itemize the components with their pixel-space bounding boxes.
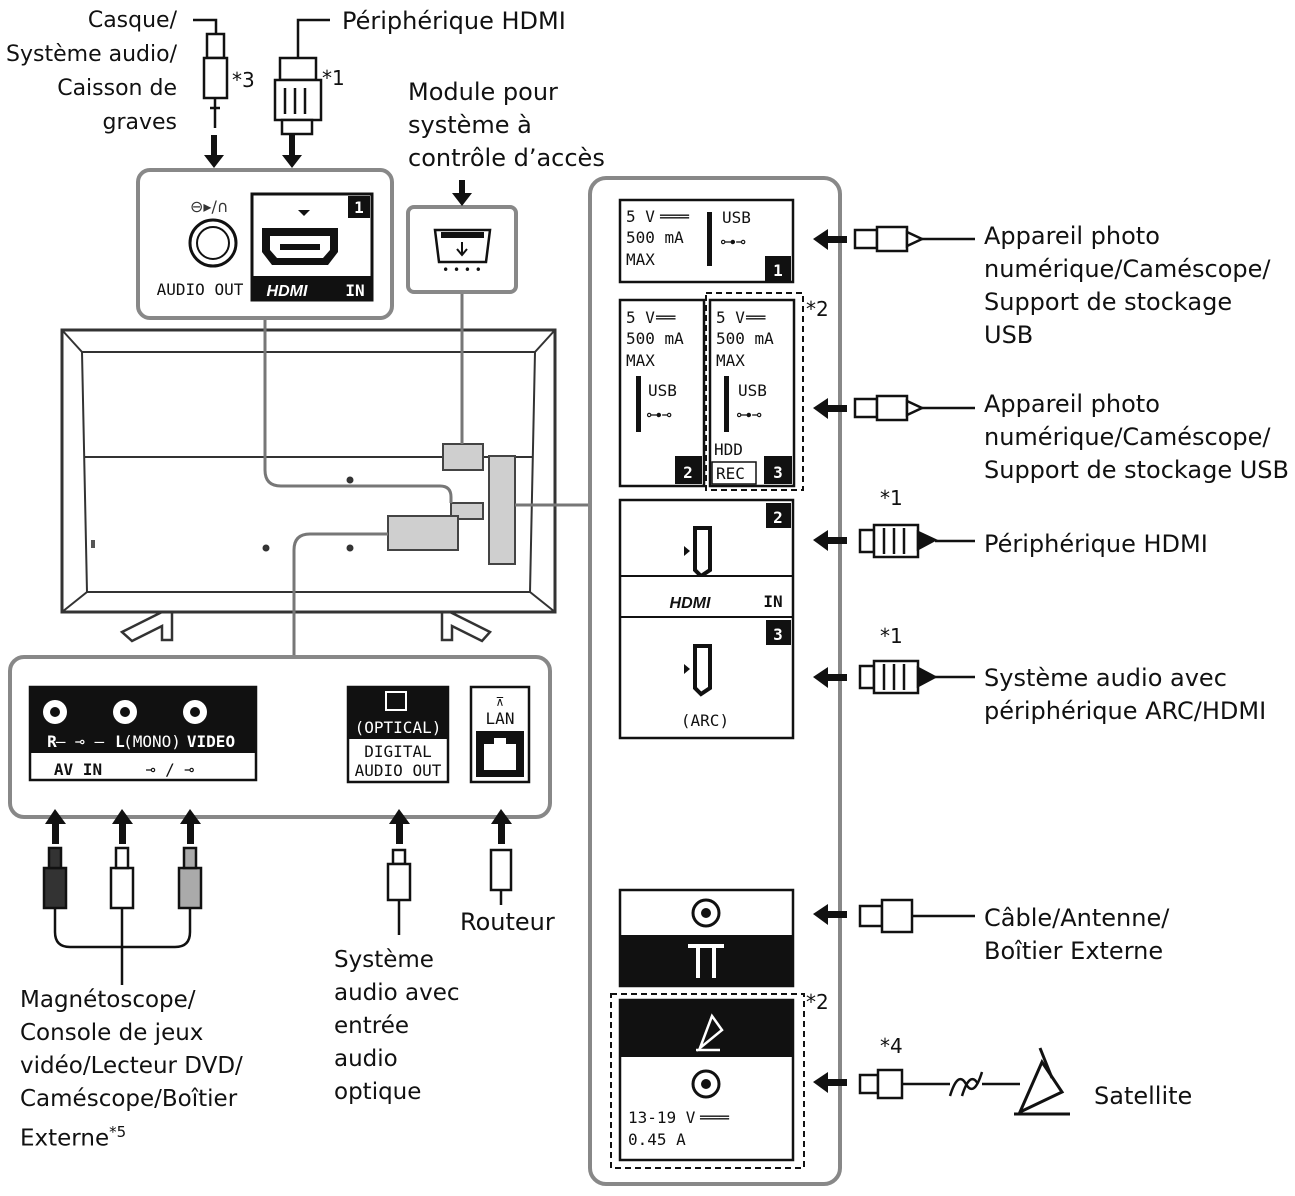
hdmi3-device-label: Système audio avec périphérique ARC/HDMI (984, 664, 1267, 725)
headphone-label: Casque/ Système audio/ Caisson de graves (6, 8, 177, 135)
port-text-u2v: 5 V (626, 308, 655, 327)
antenna-port (618, 888, 795, 988)
port-text-u3n: 3 (773, 463, 783, 482)
audio-out-jack: ⊖▸/∩ AUDIO OUT (157, 197, 244, 299)
hdmi2-device-label: Périphérique HDMI (984, 530, 1208, 558)
lan-plug (489, 848, 513, 905)
note-3: *3 (232, 68, 255, 92)
right-arrows (813, 229, 847, 1093)
port-text-digital: DIGITAL (364, 742, 431, 761)
av-note: *5 (109, 1123, 127, 1141)
cable-device-label: Câble/Antenne/ Boîtier Externe (984, 904, 1170, 965)
port-text-av-in: AV IN (54, 760, 102, 779)
port-text-hdmi1: HDMI (267, 283, 308, 300)
svg-text:══: ══ (655, 308, 676, 327)
port-text-h3n: 3 (773, 625, 783, 644)
optical-port: (OPTICAL) DIGITAL AUDIO OUT (346, 685, 450, 784)
av-in-ports: R – ⊸ – L (MONO) VIDEO AV IN ⊸ / ⊸ (28, 685, 258, 782)
port-text-in1: IN (345, 281, 364, 300)
port-text-audio-out: AUDIO OUT (157, 280, 244, 299)
port-text-u3usb: USB (738, 381, 767, 400)
router-label: Routeur (460, 908, 555, 936)
port-text-u2n: 2 (683, 463, 693, 482)
headphone-plug (193, 18, 229, 128)
port-text-audio-out2: AUDIO OUT (355, 761, 442, 780)
connector-lines (263, 292, 590, 657)
right-plugs (853, 225, 1020, 1100)
lan-port: ⊼ LAN (469, 685, 531, 784)
svg-text:– ⊸ –: – ⊸ – (56, 732, 105, 751)
svg-text:⊸ / ⊸: ⊸ / ⊸ (146, 760, 195, 779)
port-text-u2max: MAX (626, 351, 655, 370)
port-text-rec: REC (716, 464, 745, 483)
satellite-port: 13-19 V ═══ 0.45 A (610, 993, 805, 1169)
port-text-av-r: R (47, 732, 57, 751)
svg-text:══: ══ (745, 308, 766, 327)
hdmi-top-label: Périphérique HDMI (342, 7, 566, 35)
port-text-u2usb: USB (648, 381, 677, 400)
port-text-u3max: MAX (716, 351, 745, 370)
port-text-av-video: VIDEO (187, 732, 235, 751)
av-device-text: Magnétoscope/ Console de jeux vidéo/Lect… (20, 987, 243, 1152)
hdmi-plug-top (273, 18, 330, 136)
usb-3-hdd-rec-port: 5 V ══ 500 mA MAX USB ⊶⊸ HDD REC 3 (705, 292, 804, 491)
port-text-hdmi2: HDMI (670, 595, 711, 612)
port-text-u1max: MAX (626, 250, 655, 269)
svg-text:⊼: ⊼ (496, 695, 505, 709)
note-4: *4 (880, 1034, 903, 1058)
satellite-label: Satellite (1094, 1082, 1193, 1110)
svg-text:⊶⊸: ⊶⊸ (646, 405, 672, 424)
optical-device-label: Système audio avec entrée audio optique (334, 947, 460, 1105)
usb1-device-label: Appareil photo numérique/Caméscope/ Supp… (984, 222, 1271, 349)
port-text-satv: 13-19 V (628, 1108, 696, 1127)
hdmi-1-port: 1 HDMI IN (250, 192, 374, 302)
port-text-u1v: 5 V (626, 207, 655, 226)
port-text-u3ma: 500 mA (716, 329, 774, 348)
port-text-u2ma: 500 mA (626, 329, 684, 348)
hdmi-2-3-ports: 2 HDMI IN 3 (ARC) (618, 498, 795, 740)
top-arrows (204, 135, 472, 206)
usb-2-port: 5 V ══ 500 mA MAX USB ⊶⊸ 2 (618, 298, 706, 488)
port-text-arc: (ARC) (681, 711, 729, 730)
bottom-arrows (45, 809, 512, 844)
svg-text:⊖▸/∩: ⊖▸/∩ (190, 197, 229, 216)
port-text-av-mono: (MONO) (123, 732, 181, 751)
port-text-optical: (OPTICAL) (355, 718, 442, 737)
satellite-dish-icon (1014, 1047, 1070, 1116)
svg-text:═══: ═══ (659, 207, 689, 226)
port-text-u1ma: 500 mA (626, 228, 684, 247)
port-text-lan: LAN (486, 709, 515, 728)
port-text-u1n: 1 (773, 261, 783, 280)
cam-module-label: Module pour système à contrôle d’accès (408, 78, 605, 172)
port-text-av-l: L (115, 732, 125, 751)
rca-plugs (42, 846, 203, 985)
note-1-top: *1 (322, 66, 345, 90)
svg-text:⊶⊸: ⊶⊸ (720, 232, 746, 251)
note-1-hdmi2: *1 (880, 486, 903, 510)
port-text-h2n: 2 (773, 508, 783, 527)
note-1-hdmi3: *1 (880, 624, 903, 648)
svg-text:═══: ═══ (699, 1108, 729, 1127)
av-device-label: Magnétoscope/ Console de jeux vidéo/Lect… (20, 984, 243, 1156)
port-text-sata: 0.45 A (628, 1130, 686, 1149)
cam-slot: • • • • (406, 205, 518, 294)
port-text-num1a: 1 (354, 198, 364, 217)
note-2-sat: *2 (806, 990, 829, 1014)
port-text-u3v: 5 V (716, 308, 745, 327)
port-text-hdd: HDD (714, 440, 743, 459)
note-2-usb: *2 (806, 297, 829, 321)
port-text-in2: IN (763, 592, 782, 611)
port-text-u1usb: USB (722, 208, 751, 227)
tv-connector-blocks (387, 443, 516, 565)
svg-text:• • • •: • • • • (442, 263, 482, 277)
usb23-device-label: Appareil photo numérique/Caméscope/ Supp… (984, 390, 1290, 484)
optical-plug (386, 848, 412, 935)
usb-1-port: 5 V ═══ 500 mA MAX USB ⊶⊸ 1 (618, 198, 795, 284)
svg-text:⊶⊸: ⊶⊸ (736, 405, 762, 424)
